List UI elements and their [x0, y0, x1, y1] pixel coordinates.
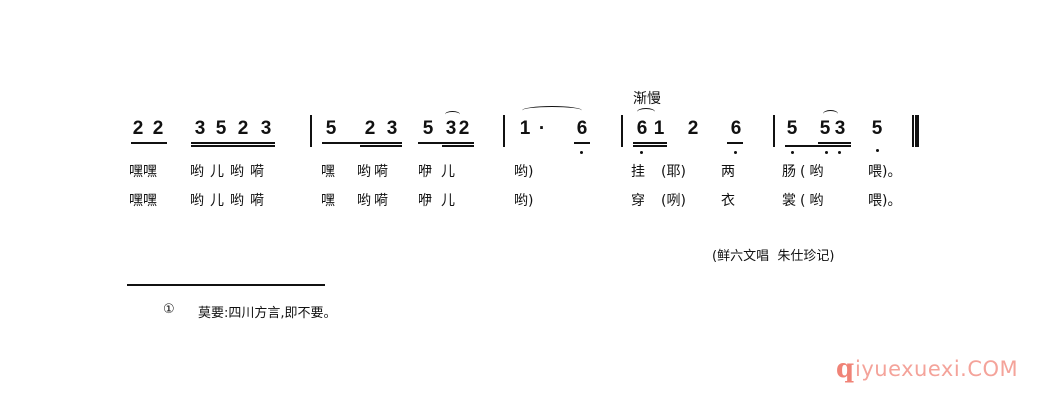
note: 6	[636, 118, 648, 139]
note-dot: ·	[538, 118, 546, 139]
beam	[785, 145, 851, 147]
note: 5	[819, 118, 831, 139]
lyric: 喂)。	[868, 164, 902, 180]
lyric: 哟儿哟嗬	[190, 164, 270, 180]
final-barline-thin	[912, 115, 914, 147]
beam	[131, 142, 167, 144]
lyric: 喂)。	[868, 193, 902, 209]
barline	[773, 115, 775, 147]
note: 2	[458, 118, 470, 139]
lyric: 嘿嘿	[129, 164, 157, 180]
octave-dot	[876, 149, 879, 152]
beam	[418, 142, 474, 144]
beam	[191, 145, 275, 147]
note: 6	[730, 118, 742, 139]
note: 6	[576, 118, 588, 139]
note: 2	[152, 118, 164, 139]
final-barline-thick	[915, 115, 919, 147]
watermark-logo-icon: q	[836, 354, 855, 384]
octave-dot	[734, 151, 737, 154]
beam	[574, 142, 590, 144]
note: 3	[386, 118, 398, 139]
note: 3	[194, 118, 206, 139]
beam	[727, 142, 743, 144]
lyric: 裳(哟	[782, 193, 828, 209]
performer-credit: (鲜六文唱 朱仕珍记)	[712, 249, 835, 264]
beam	[322, 142, 402, 144]
note: 3	[834, 118, 846, 139]
note: 3	[260, 118, 272, 139]
footnote-text: 莫要:四川方言,即不要。	[198, 306, 337, 321]
lyric: (耶)	[661, 164, 686, 180]
note: 5	[215, 118, 227, 139]
barline	[310, 115, 312, 147]
footnote-marker: ①	[163, 302, 175, 317]
tempo-marking: 渐慢	[633, 91, 661, 107]
octave-dot	[825, 151, 828, 154]
lyric: 肠(哟	[782, 164, 828, 180]
lyric: 哟)	[514, 164, 534, 180]
beam	[442, 145, 474, 147]
slur-32	[445, 111, 460, 118]
lyric: 咿儿	[418, 193, 464, 209]
tie-1-6	[522, 106, 582, 115]
octave-dot	[791, 151, 794, 154]
lyric: 嘿	[321, 193, 335, 209]
note: 5	[871, 118, 883, 139]
barline	[621, 115, 623, 147]
beam	[360, 145, 402, 147]
slur-53	[823, 110, 838, 118]
lyric: 穿	[631, 193, 645, 209]
note: 2	[687, 118, 699, 139]
lyric: 咿儿	[418, 164, 464, 180]
note: 1	[653, 118, 665, 139]
beam	[191, 142, 275, 144]
note: 3	[445, 118, 457, 139]
lyric: 挂	[631, 164, 645, 180]
lyric: 哟儿哟嗬	[190, 193, 270, 209]
lyric: 哟)	[514, 193, 534, 209]
lyric: (咧)	[661, 193, 686, 209]
octave-dot	[838, 151, 841, 154]
barline	[503, 115, 505, 147]
slur-61	[637, 108, 655, 116]
note: 2	[364, 118, 376, 139]
octave-dot	[640, 151, 643, 154]
note: 2	[237, 118, 249, 139]
watermark-text: iyuexuexi.COM	[855, 357, 1019, 381]
lyric: 嘿	[321, 164, 335, 180]
beam	[633, 142, 667, 144]
lyric: 两	[721, 164, 735, 180]
note: 1	[519, 118, 531, 139]
lyric: 哟嗬	[357, 164, 391, 180]
beam	[633, 145, 667, 147]
lyric: 嘿嘿	[129, 193, 157, 209]
note: 5	[325, 118, 337, 139]
octave-dot	[580, 151, 583, 154]
note: 2	[132, 118, 144, 139]
lyric: 哟嗬	[357, 193, 391, 209]
note: 5	[786, 118, 798, 139]
beam	[818, 142, 851, 144]
lyric: 衣	[721, 193, 735, 209]
footnote-divider	[127, 284, 325, 286]
note: 5	[422, 118, 434, 139]
